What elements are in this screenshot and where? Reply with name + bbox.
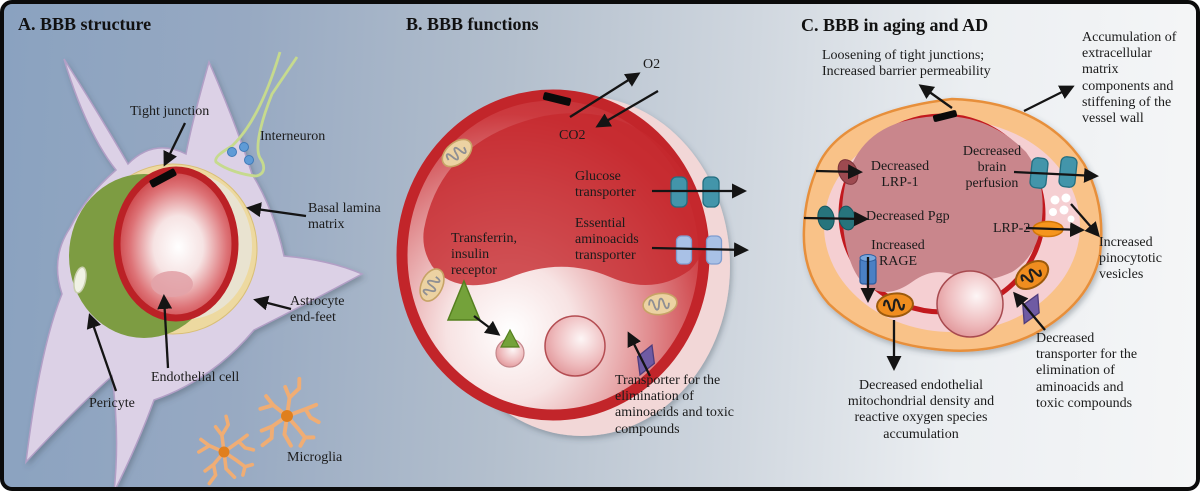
label-o2: O2 <box>643 57 661 72</box>
label-essential-aa-transporter: Essential aminoacids transporter <box>575 216 639 264</box>
rage-receptor-icon <box>859 254 877 285</box>
panel-b-title: B. BBB functions <box>406 14 539 34</box>
aged-lumen <box>842 116 1043 292</box>
perfusion-transporter-icon <box>1057 155 1079 189</box>
pericyte-nucleus <box>73 266 87 294</box>
label-decreased-perfusion: Decreased brain perfusion <box>962 144 1022 192</box>
label-pinocytotic-vesicles: Increased pinocytotic vesicles <box>1099 235 1162 283</box>
aminoacid-transporter-icon <box>675 235 693 265</box>
label-glucose-transporter: Glucose transporter <box>575 169 636 201</box>
label-interneuron: Interneuron <box>260 129 326 144</box>
endothelial-nucleus <box>151 271 193 297</box>
transferrin-receptor-icon <box>446 279 482 321</box>
efflux-transporter-icon <box>636 343 656 377</box>
label-pericyte: Pericyte <box>89 396 135 411</box>
label-decreased-elimination-transporter: Decreased transporter for the eliminatio… <box>1036 331 1138 411</box>
panel-c-title: C. BBB in aging and AD <box>801 15 989 35</box>
label-ecm-accumulation: Accumulation of extracellular matrix com… <box>1082 30 1177 127</box>
panel-b-arrows <box>473 72 749 377</box>
panel-a-arrows <box>86 122 307 392</box>
label-basal-lamina: Basal lamina matrix <box>308 201 381 233</box>
tight-junction-icon <box>149 168 177 188</box>
panel-a-title: A. BBB structure <box>18 14 152 34</box>
label-loosening-junctions: Loosening of tight junctions; Increased … <box>822 48 991 80</box>
capillary-cross-section <box>69 163 258 338</box>
microglia-icon <box>197 414 256 486</box>
label-mitochondrial-density: Decreased endothelial mitochondrial dens… <box>847 378 995 442</box>
label-elimination-transporter: Transporter for the elimination of amino… <box>615 373 734 437</box>
label-tight-junction: Tight junction <box>130 104 210 119</box>
label-microglia: Microglia <box>287 450 343 465</box>
label-decreased-lrp1: Decreased LRP-1 <box>870 159 930 191</box>
pinocytotic-vesicles-icon <box>1049 193 1075 223</box>
interneuron-shape <box>214 51 299 178</box>
microglia-icon <box>249 369 331 460</box>
loosened-tight-junction-icon <box>932 110 958 122</box>
endothelial-ring <box>113 166 239 322</box>
panel-c-arrows <box>803 84 1100 371</box>
label-lrp2: LRP-2 <box>993 221 1031 236</box>
label-co2: CO2 <box>559 128 586 143</box>
synaptic-vesicle-icon <box>227 142 254 165</box>
label-decreased-pgp: Decreased Pgp <box>866 209 950 224</box>
tight-junction-icon <box>542 92 572 106</box>
vesicle <box>544 315 606 377</box>
label-astrocyte: Astrocyte end-feet <box>290 294 345 326</box>
transferrin-receptor-icon-small <box>500 328 520 348</box>
label-endothelial: Endothelial cell <box>151 370 240 385</box>
label-transferrin-receptor: Transferrin, insulin receptor <box>451 231 517 279</box>
vesicle <box>936 270 1004 338</box>
figure-canvas <box>24 51 1103 487</box>
label-increased-rage: Increased RAGE <box>871 238 925 270</box>
